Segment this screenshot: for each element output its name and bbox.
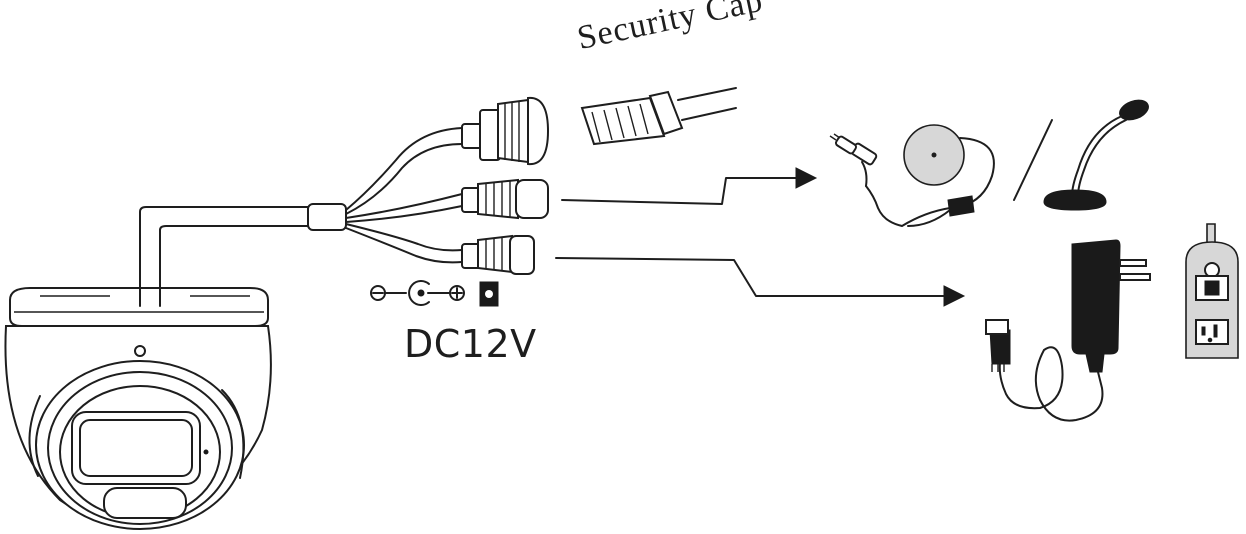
power-arrow <box>555 257 966 307</box>
or-separator <box>1013 119 1053 201</box>
dc-voltage-label: DC12V <box>404 322 537 366</box>
audio-arrow <box>561 167 818 205</box>
network-connector-icon <box>461 96 550 166</box>
dc-polarity-icon <box>370 280 499 307</box>
dome-camera-icon <box>4 287 272 530</box>
wall-outlet-icon <box>1185 223 1239 359</box>
desk-microphone-icon <box>1043 99 1149 211</box>
power-connector-icon <box>461 234 535 275</box>
audio-connector-icon <box>461 178 549 220</box>
pickup-microphone-icon <box>829 124 995 227</box>
power-adapter-icon <box>985 239 1151 422</box>
camera-cable <box>139 127 463 307</box>
security-cap-icon <box>580 87 737 146</box>
